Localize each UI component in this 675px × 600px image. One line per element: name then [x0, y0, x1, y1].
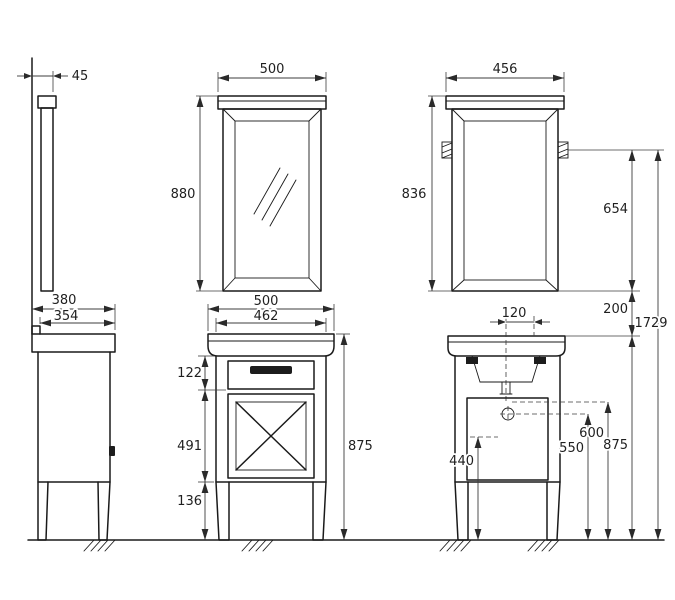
dim-136-label: 136: [177, 494, 202, 509]
side-front-leg: [97, 481, 111, 541]
front-left-leg: [215, 481, 230, 541]
side-cabinet-body: [37, 351, 111, 483]
dim-354-label: 354: [54, 309, 79, 324]
front-countertop: [207, 333, 335, 357]
mirror-frame: [222, 108, 322, 292]
drawer-front: [227, 360, 315, 390]
rear-countertop: [447, 335, 566, 357]
dim-200-label: 200: [603, 302, 628, 317]
dim-120-label: 120: [502, 306, 527, 321]
height-dimension-chain: [558, 149, 664, 540]
drain-pipe: [499, 381, 513, 395]
ground-hatch: [83, 539, 560, 552]
left-bracket: [441, 141, 453, 159]
mirror-rear-view: [428, 72, 569, 292]
mirror2-frame-corners: [451, 108, 559, 292]
dim-122-label: 122: [177, 366, 202, 381]
dimension-labels: 45 500 880 456 836 654 380 354 500 462 1…: [50, 60, 669, 511]
ground-line: [27, 539, 665, 552]
side-countertop: [31, 333, 116, 353]
mirror2-frame: [451, 108, 559, 292]
cabinet-rear-view: [447, 316, 612, 541]
rear-left-leg: [454, 481, 469, 541]
basin-mount-left: [466, 357, 478, 364]
door-inner-frame: [235, 401, 307, 471]
dim-380-label: 380: [52, 293, 77, 308]
dim-875-front-label: 875: [348, 439, 373, 454]
side-elevation: [17, 57, 116, 541]
rear-right-leg: [546, 481, 561, 541]
door-cross-battens: [235, 401, 307, 471]
front-cabinet-body: [215, 355, 327, 483]
cabinet-front-view: [198, 304, 350, 541]
dim-462-label: 462: [254, 309, 279, 324]
mirror-side-body: [40, 107, 54, 292]
dim-500-cabinet-label: 500: [254, 294, 279, 309]
mirror2-cap: [445, 95, 565, 110]
dim-550-label: 550: [559, 441, 584, 456]
mirror-glass: [234, 120, 310, 279]
rear-access-panel: [466, 397, 549, 481]
dim-600-label: 600: [579, 426, 604, 441]
dim-45-label: 45: [72, 69, 89, 84]
dim-836-label: 836: [402, 187, 427, 202]
side-backsplash: [31, 325, 41, 335]
dim-500-mirror-label: 500: [260, 62, 285, 77]
drawer-handle: [250, 366, 292, 374]
side-back-leg: [37, 481, 49, 541]
mirror-side-cap: [37, 95, 57, 109]
dim-880-label: 880: [171, 187, 196, 202]
dim-456-label: 456: [493, 62, 518, 77]
dim-1729-label: 1729: [634, 316, 667, 331]
door-front: [227, 393, 315, 479]
mirror-frame-corners: [222, 108, 322, 292]
dim-491-label: 491: [177, 439, 202, 454]
mirror-front-view: [196, 72, 327, 292]
mirror-cap: [217, 95, 327, 110]
basin-underside: [471, 355, 541, 383]
mirror2-glass: [463, 120, 547, 281]
dim-875-rear-label: 875: [603, 438, 628, 453]
mirror-shine-lines: [253, 167, 297, 227]
side-door-handle: [109, 446, 115, 456]
front-right-leg: [312, 481, 327, 541]
dim-654-label: 654: [603, 202, 628, 217]
basin-mount-right: [534, 357, 546, 364]
rear-cabinet-body: [454, 355, 561, 483]
dim-440-label: 440: [449, 454, 474, 469]
